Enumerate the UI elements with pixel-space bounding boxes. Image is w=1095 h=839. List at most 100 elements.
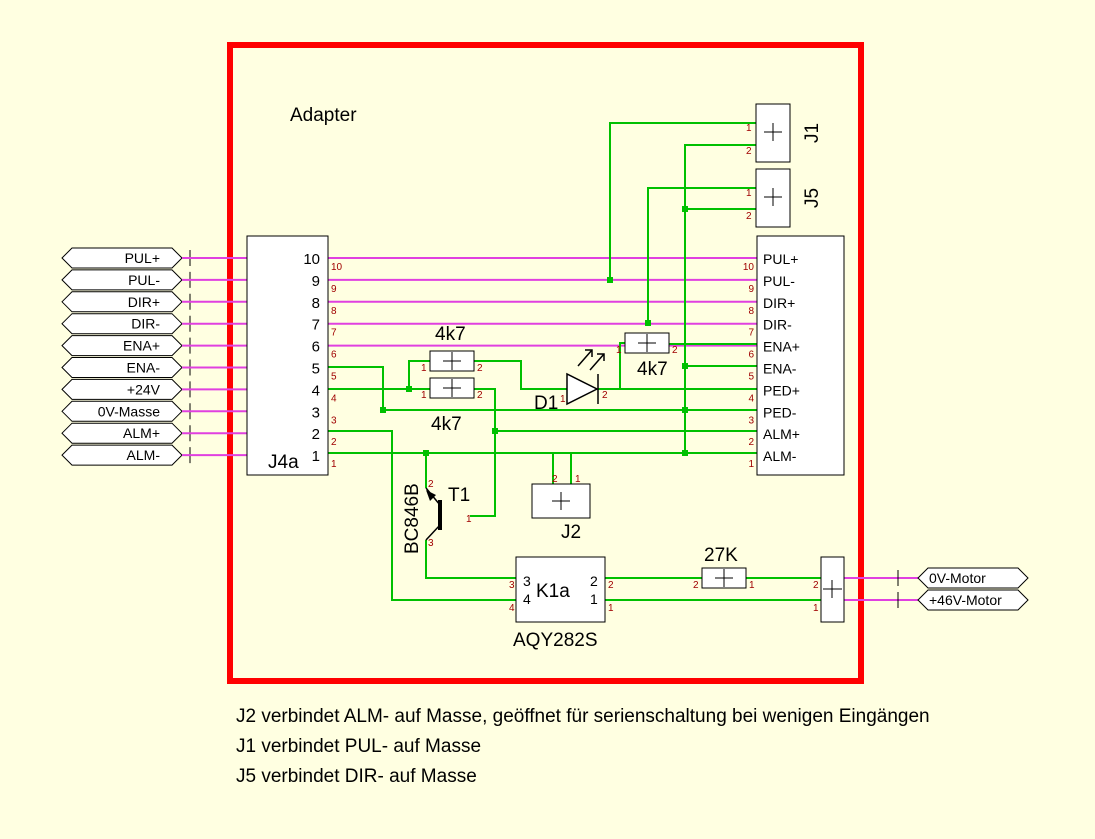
j4a-pin-ref: 1 [331, 459, 337, 470]
jumper-j2-pin1: 1 [575, 474, 581, 485]
left-ports: PUL+PUL-DIR+DIR-ENA+ENA-+24V0V-MasseALM+… [61, 247, 191, 466]
wire-j5-pin1 [647, 187, 757, 323]
relay-k1a: K1a AQY282S 3 4 2 1 3 4 2 1 [509, 556, 614, 651]
j4a-pin-number: 7 [312, 317, 320, 334]
jumper-j1-pin2: 2 [746, 146, 752, 157]
rc-label: ALM+ [763, 426, 800, 442]
port-arrow [61, 313, 183, 335]
port-label: 0V-Masse [98, 403, 160, 419]
port-arrow [61, 378, 183, 400]
relay-k1a-out-2: 2 [590, 573, 598, 589]
rc-label: DIR- [763, 317, 792, 333]
led-d1-pin2: 2 [602, 390, 608, 401]
wire-j2-pin2 [521, 452, 554, 484]
wire-relay-4 [328, 430, 516, 601]
jumper-j5-label: J5 [802, 188, 823, 208]
junction-dot [492, 428, 498, 434]
resistor-mid-pin2: 2 [477, 390, 483, 401]
wire-t1-emitter [425, 540, 516, 579]
jumper-j1-label: J1 [802, 123, 823, 143]
connector-right: PUL+10PUL-9DIR+8DIR-7ENA+6ENA-5PED+4PED-… [743, 235, 845, 476]
junction-dot [682, 450, 688, 456]
rc-label: PED+ [763, 382, 800, 398]
port-arrow [61, 291, 183, 313]
junction-dot [607, 277, 613, 283]
transistor-t1-pin3: 3 [428, 538, 434, 549]
j4a-body [246, 235, 329, 476]
rc-label: ENA- [763, 361, 797, 377]
rc-pin-ref: 3 [748, 415, 754, 426]
resistor-led-pin1: 1 [616, 345, 622, 356]
jumper-j1: J1 1 2 [746, 103, 823, 163]
rc-pin-ref: 5 [748, 372, 754, 383]
junction-dot [682, 363, 688, 369]
right-ports: 0V-Motor+46V-Motor [897, 567, 1029, 611]
resistor-led-value: 4k7 [637, 359, 668, 380]
junctions [380, 206, 688, 456]
led-d1-pin1: 1 [560, 394, 566, 405]
resistor-mid: 4k7 1 2 [421, 377, 483, 435]
resistor-mid-value: 4k7 [431, 414, 462, 435]
led-d1-label: D1 [534, 393, 558, 414]
relay-k1a-pin1: 1 [608, 603, 614, 614]
j4a-pin-number: 1 [312, 448, 320, 465]
resistor-27k-value: 27K [704, 545, 738, 566]
j4a-pin-number: 9 [312, 273, 320, 290]
board-outline [227, 42, 864, 684]
board-title: Adapter [290, 105, 357, 126]
transistor-t1: T1 BC846B 2 1 3 [402, 479, 472, 554]
port-label: +24V [127, 381, 161, 397]
j4a-pin-ref: 2 [331, 437, 337, 448]
port-arrow [61, 422, 183, 444]
transistor-t1-emitter [425, 524, 441, 541]
relay-k1a-pin2: 2 [608, 580, 614, 591]
jumper-j2-pin2: 2 [552, 474, 558, 485]
j4a-pin-ref: 10 [331, 262, 343, 273]
junction-dot [682, 206, 688, 212]
rc-pin-ref: 10 [743, 262, 755, 273]
resistor-27k-pin1: 1 [749, 580, 755, 591]
wire-j1-pin2 [684, 144, 757, 453]
port-label: DIR+ [128, 294, 160, 310]
resistor-top: 4k7 1 2 [421, 324, 483, 374]
led-d1-arrowhead-1 [585, 349, 593, 357]
motor-port-arrow [917, 589, 1029, 611]
wire-24v-top [328, 360, 430, 390]
rc-pin-ref: 1 [748, 459, 754, 470]
motor-port-label: 0V-Motor [929, 570, 986, 586]
transistor-t1-pin2: 2 [428, 479, 434, 490]
resistor-top-value: 4k7 [435, 324, 466, 345]
resistor-led: 4k7 1 2 [616, 332, 678, 380]
led-d1-arrowhead-2 [597, 353, 605, 361]
rc-label: ALM- [763, 448, 797, 464]
rc-pin-ref: 6 [748, 350, 754, 361]
port-label: DIR- [131, 316, 160, 332]
j4a-pin-ref: 5 [331, 372, 337, 383]
j4a-pin-ref: 8 [331, 306, 337, 317]
resistor-led-pin2: 2 [672, 345, 678, 356]
j4a-pin-number: 6 [312, 339, 320, 356]
port-arrow [61, 247, 183, 269]
j4a-pin-ref: 9 [331, 284, 337, 295]
rc-label: DIR+ [763, 295, 795, 311]
wire-j1-pin1 [609, 122, 757, 280]
rc-pin-ref: 9 [748, 284, 754, 295]
note-j2: J2 verbindet ALM- auf Masse, geöffnet fü… [236, 706, 930, 727]
jumper-j5-pin2: 2 [746, 211, 752, 222]
resistor-top-pin2: 2 [477, 363, 483, 374]
motor-connector: 2 1 [813, 556, 845, 623]
j4a-pin-ref: 7 [331, 328, 337, 339]
j4a-pin-number: 4 [312, 382, 320, 399]
j4a-pin-number: 8 [312, 295, 320, 312]
rc-label: PED- [763, 404, 797, 420]
led-d1: D1 1 2 [534, 349, 608, 414]
jumper-j2-label: J2 [561, 522, 581, 543]
transistor-t1-label: T1 [448, 485, 470, 506]
port-label: ALM+ [123, 425, 160, 441]
port-arrow [61, 357, 183, 378]
j4a-pin-number: 3 [312, 404, 320, 421]
j4a-label: J4a [268, 452, 299, 473]
jumper-j5: J5 1 2 [746, 168, 823, 228]
rc-label: ENA+ [763, 339, 800, 355]
